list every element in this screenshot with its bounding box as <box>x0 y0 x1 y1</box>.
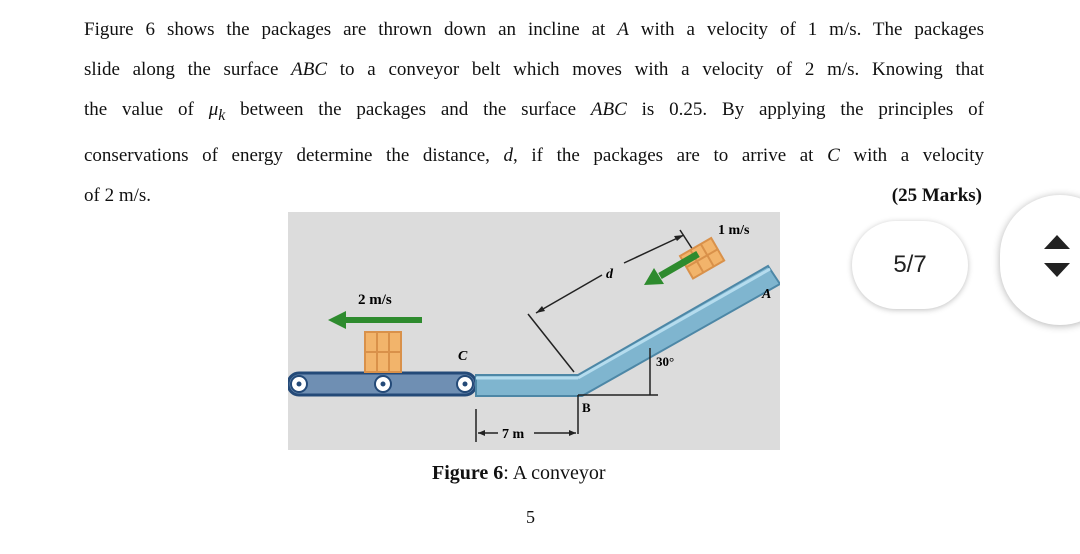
problem-statement: Figure 6 shows the packages are thrown d… <box>84 10 984 216</box>
problem-line-1: Figure 6 shows the packages are thrown d… <box>84 19 985 40</box>
page-number: 5 <box>526 507 535 527</box>
page-indicator: 5/7 <box>852 221 968 309</box>
label-1ms: 1 m/s <box>718 223 750 238</box>
problem-line-3: the value of μk between the packages and… <box>84 99 984 124</box>
label-c: C <box>458 349 468 364</box>
package-incline <box>678 236 726 280</box>
conveyor-figure: 30° B 7 m d 1 m/s A <box>288 212 780 450</box>
label-7m: 7 m <box>502 427 525 442</box>
label-d: d <box>606 267 614 282</box>
arrowhead <box>536 306 545 313</box>
arrowhead <box>328 311 346 329</box>
roller-hub <box>462 381 468 387</box>
d-extension-line <box>679 229 694 251</box>
label-b: B <box>582 400 591 415</box>
surface-highlight <box>577 267 771 380</box>
problem-line-5: of 2 m/s.(25 Marks) <box>84 176 984 216</box>
triangle-down-icon[interactable] <box>1044 263 1070 277</box>
label-2ms: 2 m/s <box>358 292 392 308</box>
d-dimension-line <box>535 274 603 314</box>
roller-hub <box>380 381 386 387</box>
conveyor-diagram: 30° B 7 m d 1 m/s A <box>288 223 780 442</box>
d-extension-line <box>527 313 575 373</box>
scroll-handle[interactable] <box>1000 195 1080 325</box>
marks-label: (25 Marks) <box>891 184 982 206</box>
angle-label: 30° <box>656 354 674 369</box>
package-belt <box>364 331 402 373</box>
figure-caption: Figure 6: A conveyor <box>432 462 606 484</box>
problem-line-2: slide along the surface ABC to a conveyo… <box>84 59 984 80</box>
arrowhead <box>569 430 576 436</box>
arrowhead <box>478 430 485 436</box>
arrowhead <box>644 268 664 285</box>
label-a: A <box>761 287 771 302</box>
d-dimension-line <box>623 234 685 264</box>
incline-velocity-arrow <box>658 250 700 280</box>
triangle-up-icon[interactable] <box>1044 235 1070 249</box>
problem-line-4: conservations of energy determine the di… <box>84 144 984 166</box>
roller-hub <box>296 381 302 387</box>
arrowhead <box>674 235 684 241</box>
